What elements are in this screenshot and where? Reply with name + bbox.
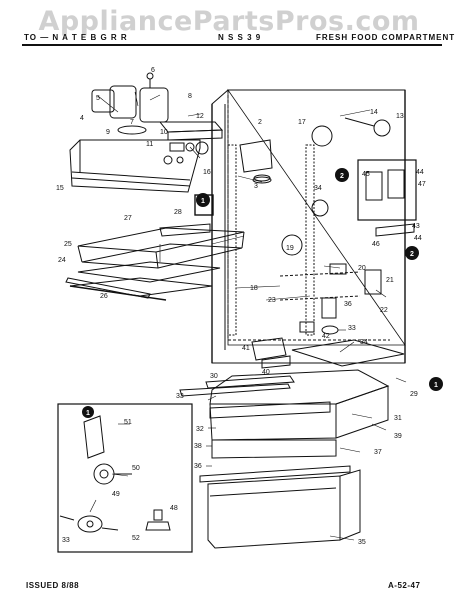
callout: 33 (348, 325, 356, 332)
header-model-text: TO — N A T E B G R R (24, 33, 128, 42)
callout: 47 (418, 181, 426, 188)
light-housing (158, 121, 224, 141)
callout: 36 (344, 301, 352, 308)
callout: 7 (130, 119, 134, 126)
damper-assembly (91, 72, 169, 135)
reference-markers: 1 1 1 2 2 (82, 168, 443, 418)
callout: 3 (254, 183, 258, 190)
callout: 33 (176, 393, 184, 400)
marker-label: 2 (410, 251, 414, 258)
callout: 23 (268, 297, 276, 304)
callout: 30 (210, 373, 218, 380)
callout: 20 (358, 265, 366, 272)
callout: 51 (124, 419, 132, 426)
callout: 34 (314, 185, 322, 192)
marker-label: 1 (434, 382, 438, 389)
hinge-detail-inset (57, 403, 193, 553)
header-model-number: N S S 3 9 (218, 33, 262, 42)
callout: 31 (394, 415, 402, 422)
callout: 39 (394, 433, 402, 440)
callout: 37 (374, 449, 382, 456)
callout: 6 (151, 67, 155, 74)
diagram-code: A-52-47 (388, 581, 421, 590)
callout: 32 (196, 426, 204, 433)
callout: 8 (188, 93, 192, 100)
callout: 11 (146, 141, 153, 148)
control-housing (69, 139, 201, 193)
callout: 26 (100, 293, 108, 300)
upper-shelf (77, 227, 245, 269)
callout: 5 (96, 95, 100, 102)
callout: 10 (160, 129, 168, 136)
callout: 25 (64, 241, 72, 248)
header-section-title: FRESH FOOD COMPARTMENT (316, 33, 456, 42)
callout: 36 (194, 463, 202, 470)
callout: 9 (106, 129, 110, 136)
door-shelf-inset (357, 159, 417, 237)
marker-circle (405, 246, 419, 260)
marker-circle (82, 406, 94, 418)
callout: 34 (360, 339, 368, 346)
crisper-frame (179, 375, 295, 397)
upper-damper-part (344, 117, 391, 137)
callout: 24 (58, 257, 66, 264)
callout: 44 (414, 235, 422, 242)
callout: 14 (370, 109, 378, 116)
callout: 33 (62, 537, 70, 544)
callout: 2 (258, 119, 262, 126)
callout: 19 (286, 245, 294, 252)
issued-date: ISSUED 8/88 (26, 581, 80, 590)
callout: 38 (194, 443, 202, 450)
thermostat-parts (169, 141, 209, 155)
callout: 13 (396, 113, 404, 120)
shelf-trim (65, 277, 151, 299)
callout-numbers: 6 8 5 4 7 9 10 12 11 16 15 2 3 17 14 13 … (56, 67, 426, 546)
marker-circle (196, 193, 210, 207)
callout: 41 (242, 345, 250, 352)
bottom-brackets (251, 337, 291, 369)
callout: 18 (250, 285, 258, 292)
shelf-frame (69, 261, 221, 301)
callout: 42 (322, 333, 330, 340)
callout: 43 (412, 223, 420, 230)
marker-label: 1 (86, 410, 90, 417)
callout: 12 (196, 113, 204, 120)
pan-rails (279, 263, 382, 335)
header-rule (22, 44, 442, 46)
evaporator-cover-parts (253, 125, 333, 256)
callout: 28 (174, 209, 182, 216)
callout: 45 (362, 171, 370, 178)
callout: 16 (203, 169, 211, 176)
callout: 4 (80, 115, 84, 122)
marker-label: 2 (340, 173, 344, 180)
marker-circle (335, 168, 349, 182)
callout: 50 (132, 465, 140, 472)
callout: 46 (372, 241, 380, 248)
callout: 48 (170, 505, 178, 512)
callout: 44 (416, 169, 424, 176)
callout: 29 (410, 391, 418, 398)
crisper-pan-lower (199, 439, 361, 549)
callout: 52 (132, 535, 140, 542)
marker-circle (429, 377, 443, 391)
callout: 49 (112, 491, 120, 498)
crisper-pan-upper (209, 369, 390, 441)
leader-lines (89, 91, 407, 541)
callout: 40 (262, 369, 270, 376)
marker-label: 1 (201, 198, 205, 205)
crisper-cover (291, 339, 405, 367)
callout: 35 (358, 539, 366, 546)
callout: 22 (380, 307, 388, 314)
callout: 17 (298, 119, 306, 126)
callout: 21 (386, 277, 394, 284)
callout: 15 (56, 185, 64, 192)
callout: 27 (124, 215, 132, 222)
